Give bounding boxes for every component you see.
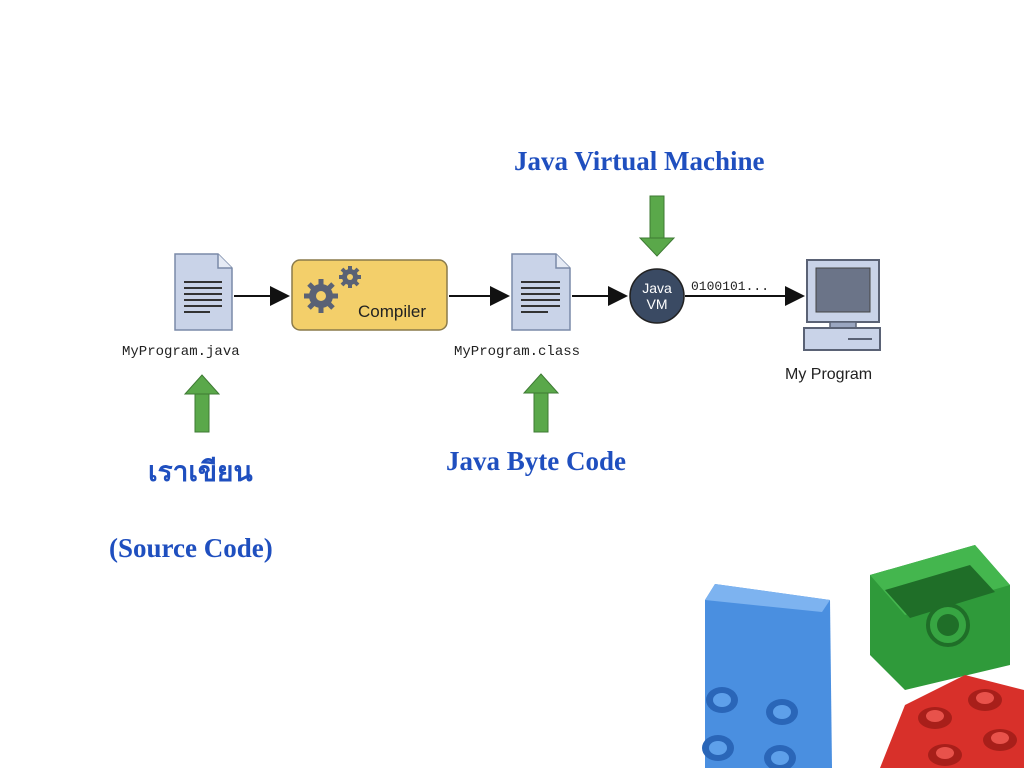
source-code-caption: (Source Code) <box>109 533 273 563</box>
jvm-icon-line2: VM <box>646 296 668 312</box>
compiler-box <box>291 259 448 331</box>
green-arrow-down-jvm <box>638 195 676 257</box>
green-arrow-up-source <box>183 374 221 433</box>
class-file-label: MyProgram.class <box>454 344 581 360</box>
gear-icon <box>304 266 361 313</box>
jvm-icon-line1: Java <box>642 280 672 296</box>
source-document-icon <box>174 253 233 331</box>
thai-caption: เราเขียน <box>148 457 253 488</box>
green-arrow-up-bytecode <box>522 373 560 433</box>
class-document-icon <box>511 253 571 331</box>
jvm-icon <box>629 268 685 324</box>
bytecode-caption: Java Byte Code <box>446 446 626 476</box>
jvm-caption: Java Virtual Machine <box>514 146 765 176</box>
binary-label: 0100101... <box>691 279 770 294</box>
program-label: My Program <box>785 366 873 383</box>
compiler-label: Compiler <box>358 302 427 321</box>
source-file-label: MyProgram.java <box>122 344 240 360</box>
lego-bricks-decoration <box>702 545 1024 768</box>
computer-icon <box>803 259 881 351</box>
